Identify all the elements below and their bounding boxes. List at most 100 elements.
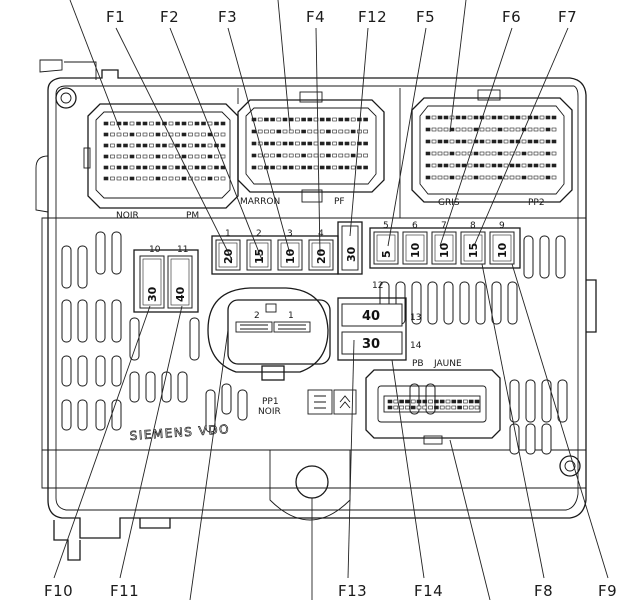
noir-pin — [162, 165, 167, 170]
marron-pin — [251, 153, 257, 158]
gris-pin — [437, 127, 443, 132]
marron-pin — [350, 153, 356, 158]
gris-pp2-color-label: GRIS — [438, 198, 460, 208]
fuse-4-position: 4 — [318, 229, 324, 239]
gris-pin — [545, 151, 551, 156]
noir-pin — [162, 154, 167, 159]
gris-pin — [461, 163, 467, 168]
noir-pin — [207, 165, 213, 170]
fuse-3-inner — [280, 242, 300, 268]
noir-pin — [201, 154, 206, 159]
marron-pin — [251, 141, 257, 146]
gris-pin — [443, 151, 449, 156]
marron-pin — [282, 117, 288, 122]
fuse-2-position: 2 — [256, 229, 262, 239]
gris-pin — [443, 175, 449, 180]
gris-pin — [491, 151, 497, 156]
marron-pin — [338, 129, 344, 134]
callout-f5: F5 — [416, 8, 435, 26]
marron-pin — [276, 165, 282, 170]
noir-pin — [103, 165, 109, 170]
vent-slot — [409, 383, 420, 415]
pb-pin — [405, 405, 410, 410]
marron-pin — [319, 117, 325, 122]
fuse-3-position: 3 — [287, 229, 293, 239]
vent-slot — [507, 281, 518, 325]
marron-pin — [338, 153, 344, 158]
noir-pin — [136, 132, 141, 137]
noir-pin — [129, 176, 135, 181]
marron-pin — [363, 153, 368, 158]
noir-pin — [129, 165, 135, 170]
gris-pin — [479, 175, 485, 180]
marron-pin — [332, 153, 337, 158]
callout-f2: F2 — [160, 8, 179, 26]
gris-pin — [539, 163, 545, 168]
noir-pin — [116, 176, 122, 181]
gris-pin — [437, 139, 443, 144]
gris-pin — [485, 115, 491, 120]
callout-f7: F7 — [558, 8, 577, 26]
pb-pin — [428, 399, 433, 404]
marron-pin — [357, 153, 362, 158]
noir-pin — [207, 176, 213, 181]
marron-pin — [251, 129, 257, 134]
noir-pin — [194, 154, 200, 159]
noir-pin — [162, 176, 167, 181]
gris-pin — [443, 163, 449, 168]
noir-pin — [220, 143, 226, 148]
noir-pin — [103, 176, 109, 181]
vent-slot — [523, 235, 534, 279]
brand-text: SIEMENS VDO — [129, 422, 230, 443]
callout-f6: F6 — [502, 8, 521, 26]
inner-tray — [41, 217, 587, 451]
marron-pin — [344, 129, 350, 134]
vent-slot — [95, 355, 106, 387]
gris-pin — [497, 175, 503, 180]
gris-pin — [425, 139, 431, 144]
pb-pin — [422, 405, 428, 410]
vent-slot — [77, 399, 88, 431]
fuse-10-position: 10 — [149, 245, 161, 255]
noir-pin — [194, 121, 200, 126]
pb-pin — [416, 405, 422, 410]
gris-pin — [455, 139, 461, 144]
gris-pin — [527, 175, 533, 180]
leader-f9 — [511, 263, 609, 579]
gris-pin — [491, 127, 497, 132]
marron-pin — [288, 165, 294, 170]
fuse-11-inner — [170, 258, 190, 306]
marron-pf-color-label: MARRON — [240, 197, 280, 207]
gris-pin — [467, 127, 473, 132]
marron-pin — [332, 141, 337, 146]
gris-pin — [509, 115, 515, 120]
gris-pin — [551, 175, 557, 180]
noir-pin — [168, 154, 174, 159]
noir-pin — [103, 154, 109, 159]
pp1-pin-2: 2 — [254, 311, 260, 321]
pb-pin — [387, 399, 393, 404]
pb-pin — [410, 405, 416, 410]
noir-pin — [155, 121, 161, 126]
gris-pin — [533, 139, 539, 144]
pb-pin — [439, 399, 445, 404]
marron-pin — [332, 129, 337, 134]
gris-pin — [539, 127, 545, 132]
leader-f5 — [387, 27, 427, 247]
marron-pin — [270, 153, 275, 158]
pb-pin — [474, 405, 480, 410]
gris-pin — [539, 139, 545, 144]
fuse-1-inner — [218, 242, 238, 268]
gris-pin — [521, 139, 527, 144]
pb-pin — [445, 405, 451, 410]
marron-pin — [326, 153, 331, 158]
fuse-9-position: 9 — [499, 221, 505, 231]
noir-pin — [103, 143, 109, 148]
marron-pin — [276, 141, 282, 146]
gris-pin — [431, 175, 437, 180]
gris-pin — [491, 175, 497, 180]
gris-pin — [467, 163, 473, 168]
fuse-6-value: 10 — [409, 242, 422, 258]
connector-marron-pf: MARRON PF — [237, 91, 385, 207]
